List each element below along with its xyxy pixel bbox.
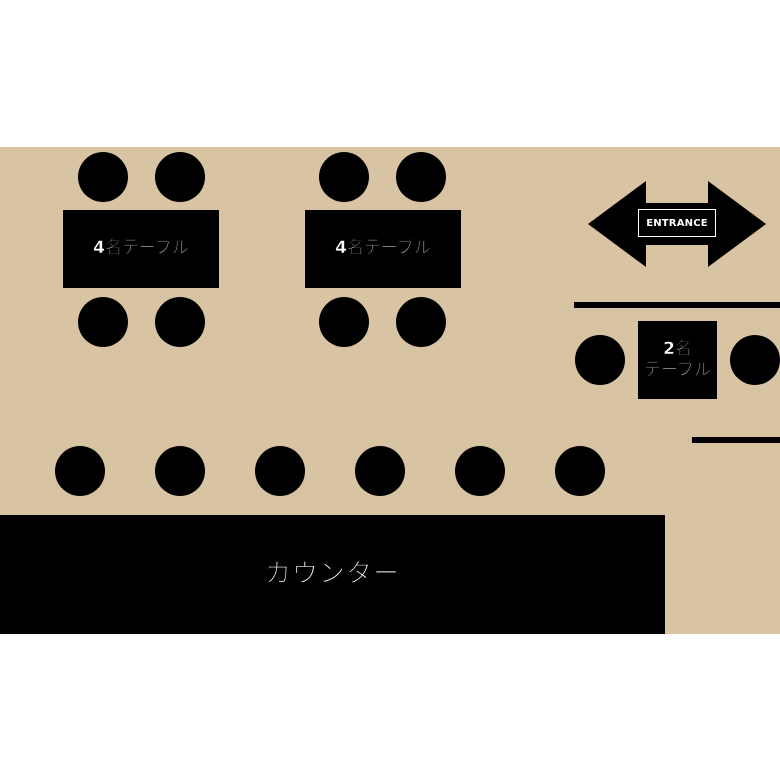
table-2-chair-top-right	[396, 152, 446, 202]
table-3-chair-right	[730, 335, 780, 385]
wall-upper	[574, 302, 780, 308]
counter-stool-5	[455, 446, 505, 496]
entrance-label: ENTRANCE	[638, 209, 716, 237]
four-seat-table-1: 4名テーブル	[63, 210, 219, 288]
counter-stool-4	[355, 446, 405, 496]
table-1-chair-bottom-right	[155, 297, 205, 347]
table-1-chair-top-left	[78, 152, 128, 202]
four-seat-table-1-label: 4名テーブル	[93, 238, 189, 259]
four-seat-table-2: 4名テーブル	[305, 210, 461, 288]
table-1-chair-bottom-left	[78, 297, 128, 347]
table-2-chair-bottom-right	[396, 297, 446, 347]
four-seat-table-2-label: 4名テーブル	[335, 238, 431, 259]
table-3-chair-left	[575, 335, 625, 385]
two-seat-table-label: 2名 テーブル	[644, 338, 711, 381]
table-1-chair-top-right	[155, 152, 205, 202]
entrance-sign: ENTRANCE	[588, 181, 766, 267]
counter-stool-2	[155, 446, 205, 496]
table-2-chair-bottom-left	[319, 297, 369, 347]
counter: カウンター	[0, 515, 665, 634]
counter-label: カウンター	[264, 559, 400, 590]
counter-stool-6	[555, 446, 605, 496]
counter-stool-1	[55, 446, 105, 496]
wall-lower	[692, 437, 780, 443]
counter-stool-3	[255, 446, 305, 496]
two-seat-table: 2名 テーブル	[638, 321, 717, 399]
table-2-chair-top-left	[319, 152, 369, 202]
